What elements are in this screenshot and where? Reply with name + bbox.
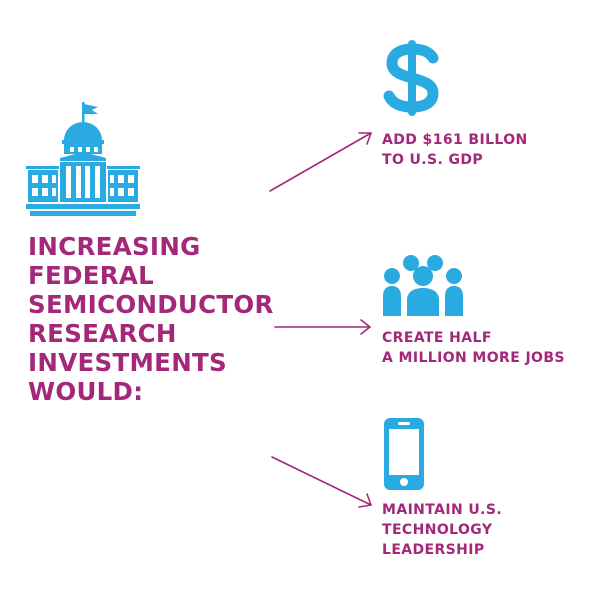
outcome-gdp: ADD $161 BILLON TO U.S. GDP: [382, 130, 528, 170]
outcome-line: ADD $161 BILLON: [382, 132, 528, 148]
arrow-to-leadership: [271, 456, 372, 508]
dollar-icon: [381, 40, 443, 116]
outcome-line: CREATE HALF: [382, 330, 492, 346]
headline-line: WOULD:: [28, 377, 144, 406]
capitol-building-icon: [26, 102, 140, 220]
headline-line: INVESTMENTS: [28, 348, 227, 377]
outcome-jobs: CREATE HALF A MILLION MORE JOBS: [382, 328, 565, 368]
outcome-line: MAINTAIN U.S.: [382, 502, 503, 518]
headline-line: RESEARCH: [28, 319, 177, 348]
headline-line: FEDERAL: [28, 261, 155, 290]
headline: INCREASING FEDERAL SEMICONDUCTOR RESEARC…: [28, 232, 278, 406]
headline-line: INCREASING: [28, 232, 201, 261]
outcome-line: LEADERSHIP: [382, 542, 485, 558]
headline-line: SEMICONDUCTOR: [28, 290, 274, 319]
arrow-to-jobs: [274, 319, 371, 335]
outcome-line: TO U.S. GDP: [382, 152, 484, 168]
outcome-leadership: MAINTAIN U.S. TECHNOLOGY LEADERSHIP: [382, 500, 502, 560]
outcome-line: TECHNOLOGY: [382, 522, 493, 538]
people-group-icon: [383, 254, 463, 318]
smartphone-icon: [384, 418, 424, 490]
arrow-to-gdp: [269, 132, 372, 192]
outcome-line: A MILLION MORE JOBS: [382, 350, 565, 366]
